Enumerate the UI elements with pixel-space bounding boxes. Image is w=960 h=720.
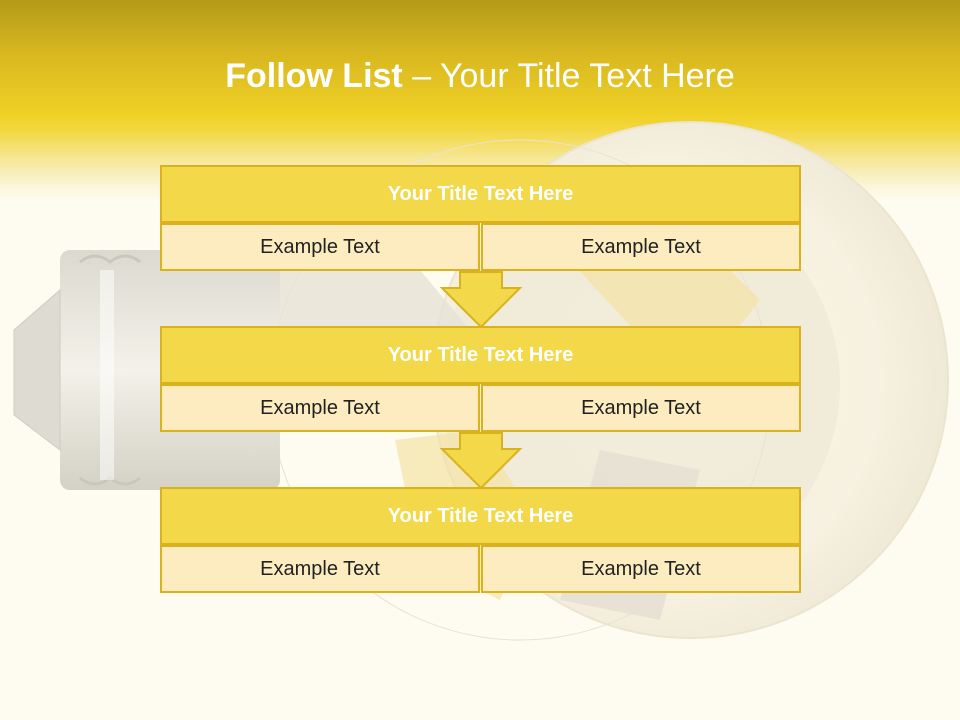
step-text-left: Example Text [160, 223, 480, 271]
title-bold: Follow List [225, 57, 403, 95]
slide-title: Follow List – Your Title Text Here [0, 52, 960, 100]
step-text-right: Example Text [481, 384, 801, 432]
arrow-down-icon [439, 432, 523, 490]
step-text-right: Example Text [481, 545, 801, 593]
step-text-left: Example Text [160, 384, 480, 432]
title-rest: – Your Title Text Here [402, 57, 735, 95]
step-text-left: Example Text [160, 545, 480, 593]
step-title: Your Title Text Here [160, 165, 801, 223]
step-title: Your Title Text Here [160, 326, 801, 384]
step-text-right: Example Text [481, 223, 801, 271]
step-title: Your Title Text Here [160, 487, 801, 545]
arrow-down-icon [439, 271, 523, 329]
